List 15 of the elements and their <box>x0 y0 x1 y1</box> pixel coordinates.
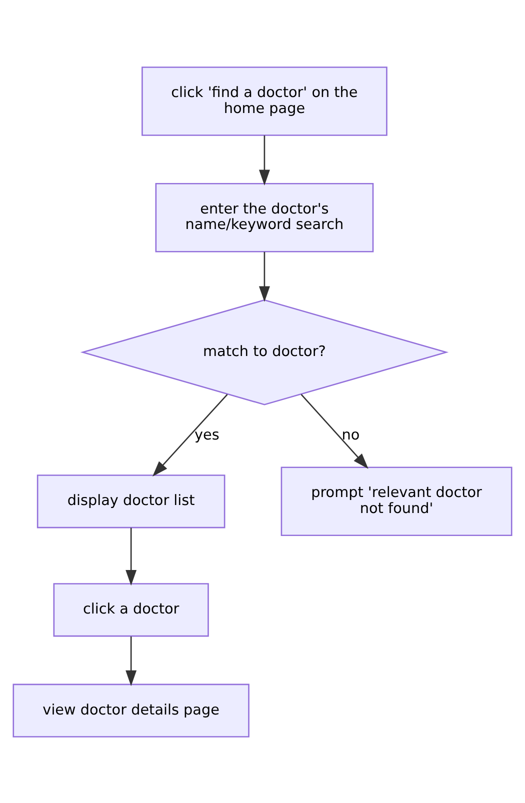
arrow <box>258 251 270 302</box>
node-box: click 'find a doctor' on the home page <box>142 66 388 136</box>
node-box: view doctor details page <box>12 683 250 737</box>
node-diamond: match to doctor? <box>80 298 449 405</box>
arrow <box>126 527 137 586</box>
node-box: prompt 'relevant doctor not found' <box>280 466 512 536</box>
node-box: click a doctor <box>53 582 209 636</box>
arrow <box>300 393 368 468</box>
arrow <box>126 636 137 686</box>
edge-label: yes <box>194 427 220 444</box>
node-box: display doctor list <box>36 474 226 528</box>
edge-label: no <box>342 427 360 444</box>
arrow <box>152 393 228 476</box>
node-box: enter the doctor's name/keyword search <box>155 182 374 252</box>
arrow <box>258 134 270 185</box>
